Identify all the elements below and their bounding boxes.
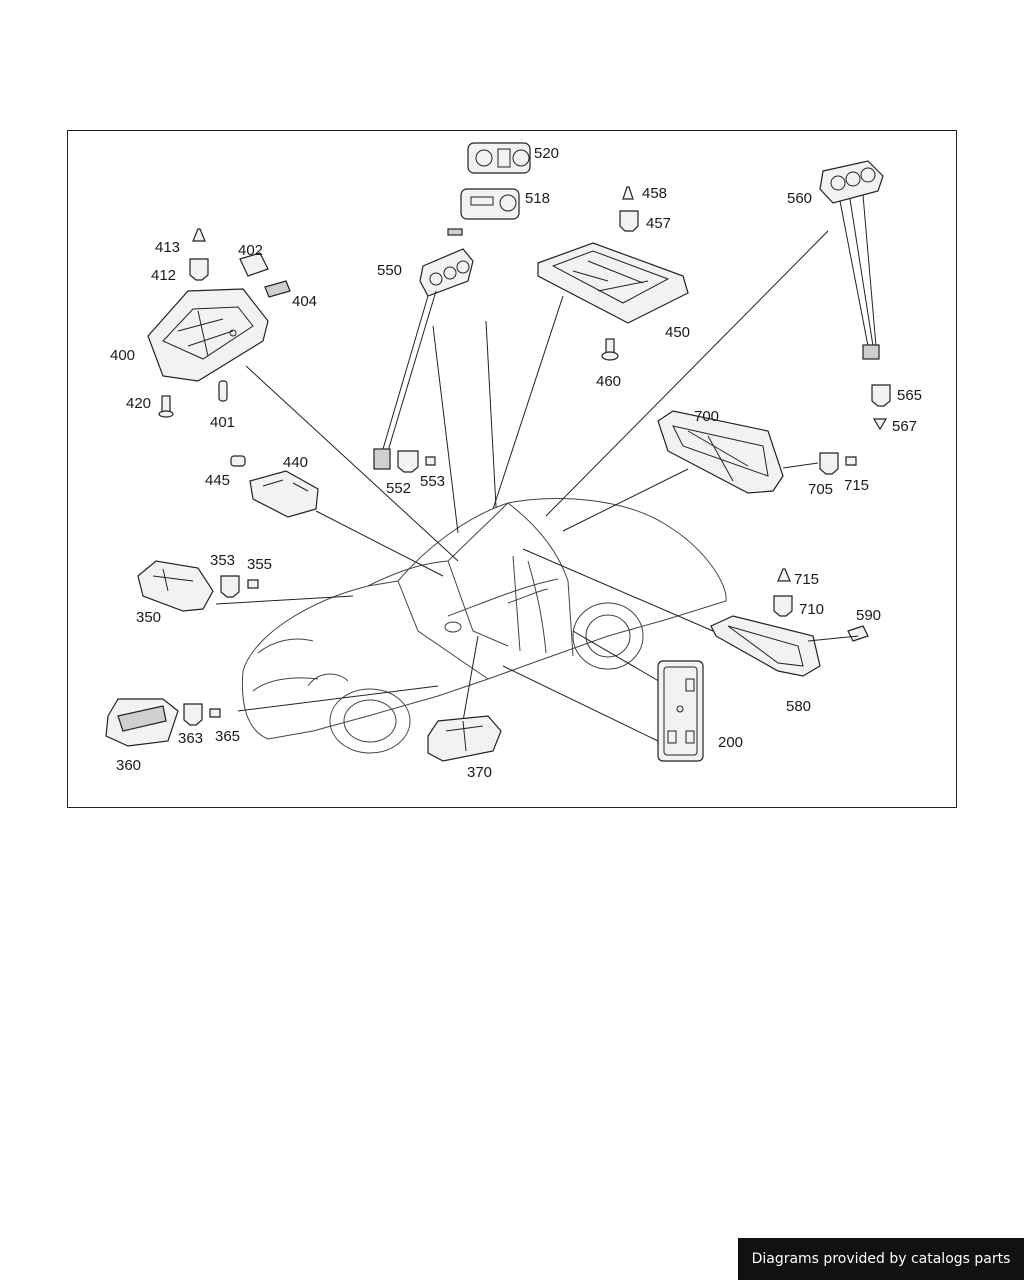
part-560-switch-harness bbox=[819, 160, 884, 360]
diagram-frame: 520 518 458 457 560 413 402 412 404 550 … bbox=[67, 130, 957, 808]
callout-350: 350 bbox=[136, 609, 161, 626]
part-715-bulb-a bbox=[845, 456, 857, 466]
part-565-lampholder bbox=[871, 384, 891, 407]
part-413-clip bbox=[192, 228, 206, 242]
callout-420: 420 bbox=[126, 395, 151, 412]
part-520-switch-panel bbox=[467, 142, 531, 174]
part-370-light-unit bbox=[427, 715, 502, 762]
part-404-lens bbox=[264, 280, 291, 298]
callout-363: 363 bbox=[178, 730, 203, 747]
callout-412: 412 bbox=[151, 267, 176, 284]
part-402-cover bbox=[239, 252, 269, 277]
leader-lines bbox=[215, 230, 829, 742]
part-200-control-module bbox=[657, 660, 704, 762]
callout-440: 440 bbox=[283, 454, 308, 471]
callout-404: 404 bbox=[292, 293, 317, 310]
part-400-front-console bbox=[147, 288, 269, 382]
callout-705: 705 bbox=[808, 481, 833, 498]
part-580-trunk-light bbox=[710, 615, 859, 677]
part-360-door-light bbox=[105, 698, 179, 747]
callout-590: 590 bbox=[856, 607, 881, 624]
callout-550: 550 bbox=[377, 262, 402, 279]
callout-360: 360 bbox=[116, 757, 141, 774]
part-458-clip bbox=[622, 186, 634, 200]
part-365-bulb bbox=[209, 708, 221, 718]
part-710-lampholder bbox=[773, 595, 793, 617]
part-363-lampholder bbox=[183, 703, 203, 726]
part-350-courtesy-light bbox=[137, 560, 214, 612]
callout-445: 445 bbox=[205, 472, 230, 489]
part-567-bulb bbox=[872, 418, 888, 431]
callout-715-b: 715 bbox=[794, 571, 819, 588]
part-445-bulb bbox=[230, 455, 246, 467]
footer-credit-badge: Diagrams provided by catalogs parts bbox=[738, 1238, 1024, 1280]
callout-355: 355 bbox=[247, 556, 272, 573]
callout-553: 553 bbox=[420, 473, 445, 490]
part-715-bulb-b bbox=[777, 568, 791, 582]
callout-580: 580 bbox=[786, 698, 811, 715]
callout-labels: 520 518 458 457 560 413 402 412 404 550 … bbox=[110, 145, 922, 781]
callout-460: 460 bbox=[596, 373, 621, 390]
callout-565: 565 bbox=[897, 387, 922, 404]
car-outline bbox=[241, 497, 727, 754]
callout-200: 200 bbox=[718, 734, 743, 751]
part-450-overhead-console bbox=[537, 242, 689, 324]
part-700-rear-console bbox=[657, 410, 819, 494]
part-412-lampholder bbox=[189, 258, 209, 281]
callout-400: 400 bbox=[110, 347, 135, 364]
parts-diagram: 520 518 458 457 560 413 402 412 404 550 … bbox=[105, 142, 922, 781]
part-590-bulb bbox=[847, 625, 869, 642]
callout-560: 560 bbox=[787, 190, 812, 207]
part-460-screw bbox=[601, 338, 619, 361]
part-550-switch-cable bbox=[373, 248, 474, 470]
part-457-lampholder bbox=[619, 210, 639, 232]
part-355-bulb bbox=[247, 579, 259, 589]
callout-710: 710 bbox=[799, 601, 824, 618]
part-401-bulb bbox=[218, 380, 228, 402]
callout-450: 450 bbox=[665, 324, 690, 341]
callout-458: 458 bbox=[642, 185, 667, 202]
callout-715-a: 715 bbox=[844, 477, 869, 494]
callout-402: 402 bbox=[238, 242, 263, 259]
callout-457: 457 bbox=[646, 215, 671, 232]
callout-552: 552 bbox=[386, 480, 411, 497]
part-440-reading-light bbox=[249, 470, 319, 518]
callout-353: 353 bbox=[210, 552, 235, 569]
callout-700: 700 bbox=[694, 408, 719, 425]
callout-520: 520 bbox=[534, 145, 559, 162]
callout-567: 567 bbox=[892, 418, 917, 435]
callout-401: 401 bbox=[210, 414, 235, 431]
callout-370: 370 bbox=[467, 764, 492, 781]
callout-365: 365 bbox=[215, 728, 240, 745]
part-705-lampholder bbox=[819, 452, 839, 475]
part-553-bulb bbox=[425, 456, 436, 466]
part-353-lampholder bbox=[220, 575, 240, 598]
callout-518: 518 bbox=[525, 190, 550, 207]
part-518-switch bbox=[447, 188, 520, 236]
part-552-lampholder bbox=[397, 450, 419, 473]
callout-413: 413 bbox=[155, 239, 180, 256]
part-420-screw bbox=[158, 395, 174, 418]
